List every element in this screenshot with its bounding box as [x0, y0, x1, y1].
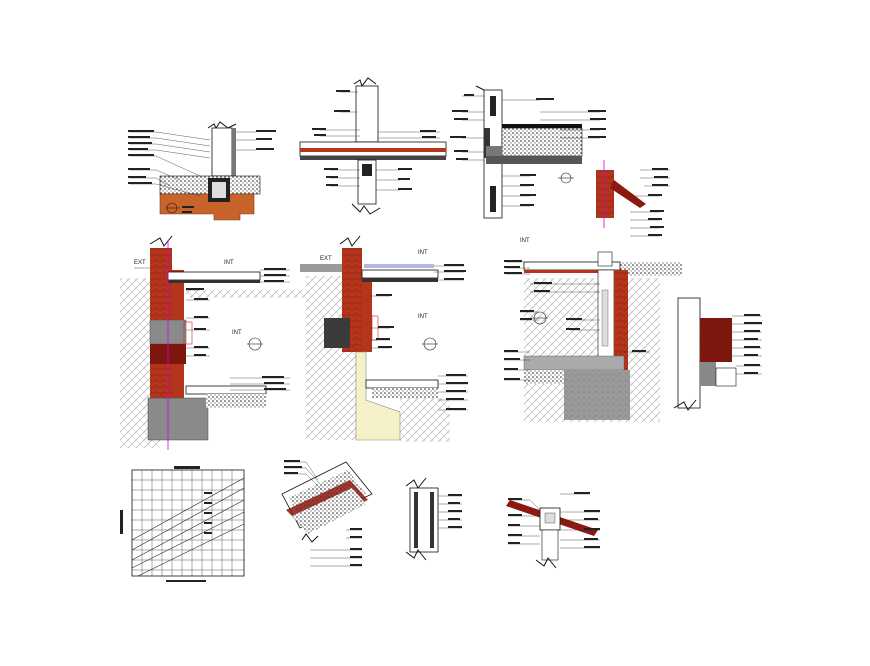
detail-sloped-slab: [281, 460, 373, 567]
detail-slab-column: [450, 85, 606, 219]
detail-roof-brick: [596, 160, 670, 237]
leader-lines-right: [236, 130, 276, 151]
graph-curves: [131, 477, 245, 577]
exterior-label: EXT: [320, 256, 332, 262]
leader-lines: [312, 90, 440, 191]
interior-label: INT: [520, 238, 530, 244]
leader-lines: [438, 494, 462, 529]
leader-lines: [732, 314, 762, 375]
detail-roof-beam: [506, 492, 600, 569]
detail-basement-wall-2: EXT INT INT: [300, 235, 468, 442]
leader-lines: [284, 460, 362, 567]
detail-basement-wall-1: EXT INT INT: [120, 235, 306, 450]
leader-lines: [450, 94, 606, 207]
leader-lines: [370, 264, 468, 411]
detail-wall-cladding: [673, 297, 762, 411]
exterior-label: EXT: [134, 260, 146, 266]
interior-label-lower: INT: [232, 330, 242, 336]
detail-floor-junction: [299, 77, 447, 215]
leader-lines: [630, 168, 670, 237]
interior-label: INT: [224, 260, 234, 266]
interior-label-lower: INT: [418, 314, 428, 320]
detail-footing-1: [128, 121, 276, 221]
leader-lines-left: [128, 130, 211, 197]
leader-lines: [508, 492, 600, 549]
detail-slab-on-grade: INT: [504, 238, 682, 422]
detail-wall-section: [405, 477, 462, 561]
design-graph: [120, 466, 245, 582]
interior-label: INT: [418, 250, 428, 256]
leader-lines: [186, 268, 290, 391]
leader-lines: [504, 260, 650, 381]
